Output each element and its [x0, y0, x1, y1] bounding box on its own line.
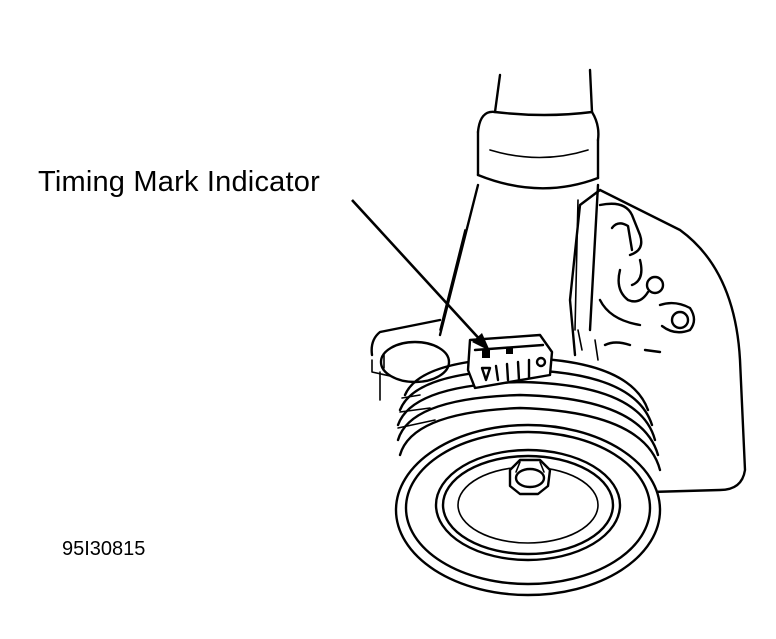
figure-id-label: 95I30815 — [62, 538, 146, 560]
dipstick-tube — [438, 68, 600, 337]
callout-leader-arrow — [351, 199, 490, 351]
timing-mark-indicator-label: Timing Mark Indicator — [38, 166, 320, 198]
crankshaft-pulley — [394, 356, 662, 597]
bracket-details — [577, 202, 696, 361]
